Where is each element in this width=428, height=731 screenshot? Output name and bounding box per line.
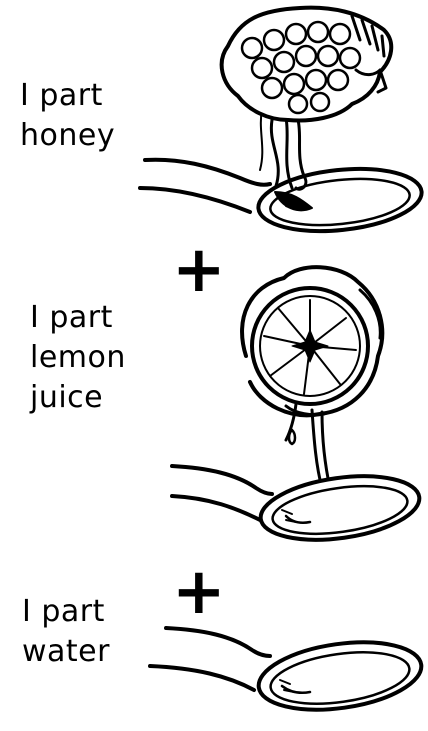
- honey-spoon: [140, 160, 425, 239]
- label-water: I part water: [22, 592, 110, 672]
- label-lemon-line2: lemon: [30, 338, 126, 378]
- label-lemon-line3: juice: [30, 378, 126, 418]
- label-water-line2: water: [22, 632, 110, 672]
- label-water-line1: I part: [22, 592, 110, 632]
- lemon-spoon: [172, 466, 423, 549]
- label-honey-line2: honey: [20, 116, 115, 156]
- plus-sign: +: [172, 560, 226, 624]
- honeycomb-icon: [222, 8, 392, 121]
- label-lemon-juice: I part lemon juice: [30, 298, 126, 418]
- plus-sign: +: [172, 238, 226, 302]
- lemon-icon: [242, 267, 382, 415]
- label-honey-line1: I part: [20, 76, 115, 116]
- label-lemon-line1: I part: [30, 298, 126, 338]
- water-spoon: [150, 628, 426, 719]
- label-honey: I part honey: [20, 76, 115, 156]
